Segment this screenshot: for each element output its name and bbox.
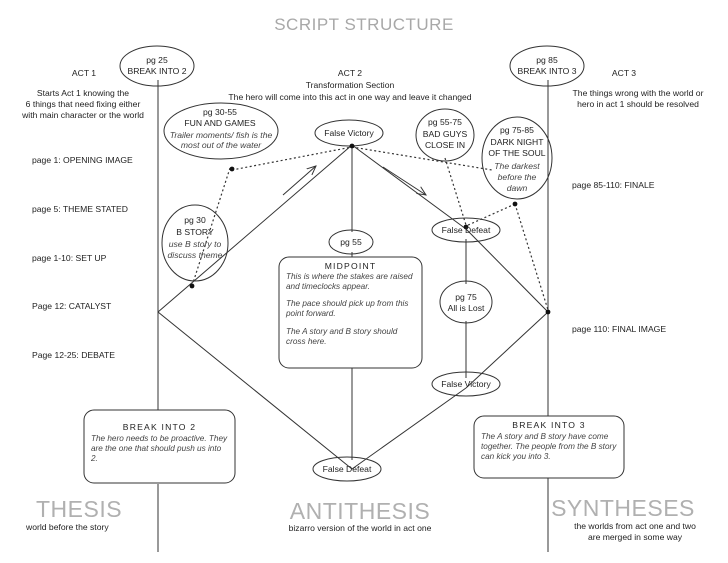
bad-guys-label: BAD GUYS CLOSE IN xyxy=(422,129,468,150)
diamond-right-top xyxy=(465,228,549,313)
box-break3-heading: BREAK INTO 3 xyxy=(512,420,586,430)
node-dark-night xyxy=(481,116,553,200)
dark-night-note: The darkest before the dawn xyxy=(494,161,540,193)
diamond-upper-right xyxy=(351,144,467,230)
b-story-label: B STORY xyxy=(176,227,214,237)
midpoint-paragraph: The pace should pick up from this point … xyxy=(286,299,409,319)
thesis-label: THESIS xyxy=(36,496,123,522)
node-fun-and-games xyxy=(163,102,279,160)
node-pg55 xyxy=(328,229,374,255)
false-defeat-bottom-label: False Defeat xyxy=(322,464,372,474)
break-into-3-page: pg 85 xyxy=(536,55,558,65)
thesis-sub: world before the story xyxy=(26,522,109,532)
node-false-defeat-right xyxy=(431,217,501,243)
b-story-page: pg 30 xyxy=(184,215,206,225)
act3-label: ACT 3 xyxy=(611,68,637,78)
break-into-2-page: pg 25 xyxy=(146,55,168,65)
b-story-note: use B story to discuss theme xyxy=(167,239,223,260)
dark-night-page: pg 75-85 xyxy=(500,125,534,135)
diamond-right-bottom xyxy=(465,311,549,389)
falling-arrow xyxy=(382,166,426,195)
act3-description: The things wrong with the world or hero … xyxy=(572,88,704,109)
false-defeat-right-label: False Defeat xyxy=(441,225,491,235)
midpoint-paragraph: This is where the stakes are raised and … xyxy=(286,272,413,292)
bad-guys-page: pg 55-75 xyxy=(428,117,462,127)
act1-label: ACT 1 xyxy=(71,68,97,78)
dark-night-label: DARK NIGHT OF THE SOUL xyxy=(488,137,546,158)
pg55-label: pg 55 xyxy=(340,237,362,247)
act2-label: ACT 2 xyxy=(337,68,363,78)
page-title: SCRIPT STRUCTURE xyxy=(274,15,454,34)
node-bad-guys xyxy=(415,108,475,162)
act1-description: Starts Act 1 knowing the 6 things that n… xyxy=(22,88,144,120)
break-into-3-label: BREAK INTO 3 xyxy=(517,66,577,76)
node-b-story xyxy=(161,204,229,282)
all-is-lost-page: pg 75 xyxy=(455,292,477,302)
node-break-into-2 xyxy=(119,45,195,87)
left-page-item: page 1: OPENING IMAGE xyxy=(32,155,133,165)
syntheses-sub: the worlds from act one and two are merg… xyxy=(574,521,696,542)
box-break3-text: The A story and B story have come togeth… xyxy=(481,432,617,462)
node-all-is-lost xyxy=(439,280,493,324)
right-page-item: page 85-110: FINALE xyxy=(572,180,655,190)
box-break2-heading: BREAK INTO 2 xyxy=(122,422,197,432)
fun-games-label: FUN AND GAMES xyxy=(184,118,256,128)
left-page-item: page 1-10: SET UP xyxy=(32,253,107,263)
node-false-victory-bottom xyxy=(431,371,501,397)
node-false-victory-top xyxy=(314,119,384,147)
midpoint-paragraph: The A story and B story should cross her… xyxy=(286,327,398,347)
false-victory-top-label: False Victory xyxy=(324,128,374,138)
antithesis-sub: bizarro version of the world in act one xyxy=(288,523,432,533)
act2-description: The hero will come into this act in one … xyxy=(228,92,472,102)
rising-arrow xyxy=(282,166,316,196)
box-midpoint xyxy=(278,256,423,369)
left-page-item: page 5: THEME STATED xyxy=(32,204,128,214)
left-page-item: Page 12-25: DEBATE xyxy=(32,350,115,360)
antithesis-label: ANTITHESIS xyxy=(289,498,431,524)
diamond-lower-left xyxy=(157,311,353,470)
right-page-item: page 110: FINAL IMAGE xyxy=(572,324,667,334)
all-is-lost-label: All is Lost xyxy=(447,303,485,313)
box-break-into-3 xyxy=(473,415,625,479)
diamond-lower-right xyxy=(351,387,467,470)
left-page-item: Page 12: CATALYST xyxy=(32,301,112,311)
node-false-defeat-bottom xyxy=(312,456,382,482)
diamond-upper-left xyxy=(157,144,353,313)
box-break2-text: The hero needs to be proactive. They are… xyxy=(91,434,228,464)
act2-subtitle: Transformation Section xyxy=(305,80,395,90)
false-victory-bottom-label: False Victory xyxy=(441,379,491,389)
fun-games-note: Trailer moments/ fish is the most out of… xyxy=(169,130,273,150)
syntheses-label: SYNTHESES xyxy=(551,495,695,521)
midpoint-heading: MIDPOINT xyxy=(324,261,377,271)
box-break-into-2 xyxy=(83,409,236,484)
fun-games-page: pg 30-55 xyxy=(203,107,237,117)
break-into-2-label: BREAK INTO 2 xyxy=(127,66,187,76)
node-break-into-3 xyxy=(509,45,585,87)
